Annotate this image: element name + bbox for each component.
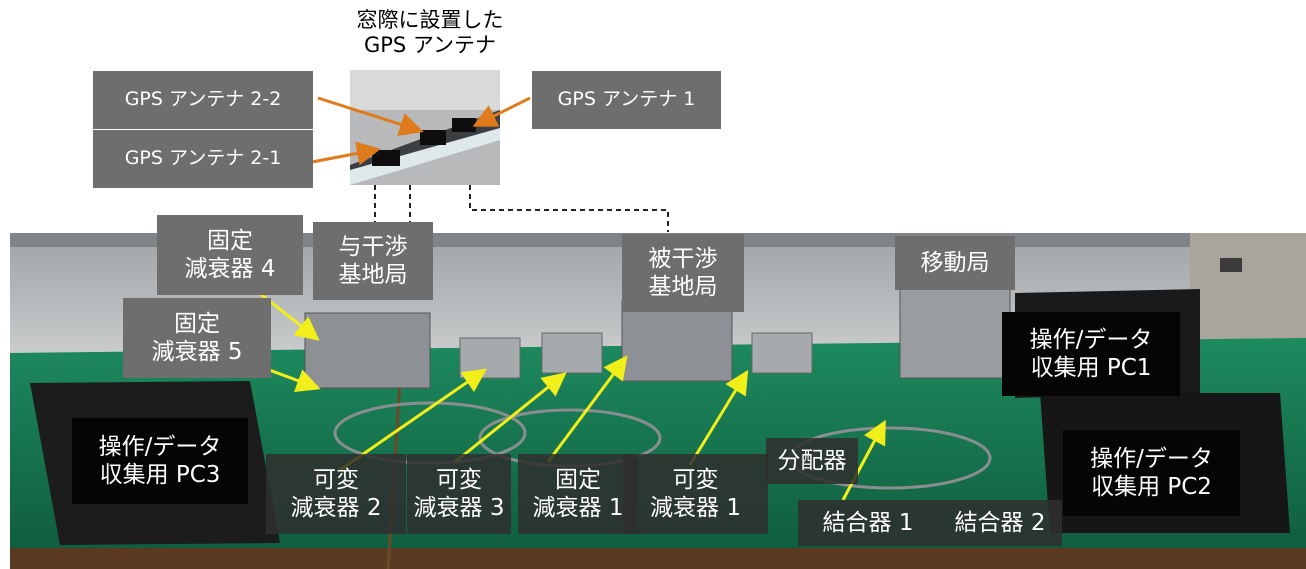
label-gps-antenna-2-2: GPS アンテナ 2-2 [93,71,313,129]
label-variable-attenuator-1: 可変 減衰器 1 [623,454,768,534]
antenna-arrows [311,96,531,166]
pointer-arrows [247,286,886,501]
label-fixed-attenuator-5: 固定 減衰器 5 [123,298,271,378]
label-pc1: 操作/データ 収集用 PC1 [1002,312,1180,396]
label-coupler-2: 結合器 2 [938,500,1062,546]
label-gps-antenna-2-1: GPS アンテナ 2-1 [93,130,313,188]
label-splitter: 分配器 [766,438,858,484]
label-gps-antenna-1: GPS アンテナ 1 [532,71,721,129]
antenna-2-2 [420,130,446,145]
cabinet-handle [1220,258,1242,272]
label-coupler-1: 結合器 1 [798,500,938,546]
label-pc3: 操作/データ 収集用 PC3 [72,418,248,504]
antenna-1 [452,118,476,132]
attenuator-1 [751,332,813,374]
table-edge [10,548,1306,569]
antenna-caption: 窓際に設置した GPS アンテナ [356,8,504,58]
antenna-window-scene [350,70,500,185]
label-fixed-attenuator-4: 固定 減衰器 4 [157,215,303,295]
label-variable-attenuator-3: 可変 減衰器 3 [407,454,511,534]
label-interfering-base-station: 与干渉 基地局 [313,222,433,300]
label-variable-attenuator-2: 可変 減衰器 2 [266,454,406,534]
label-interfered-base-station: 被干渉 基地局 [622,234,744,312]
label-pc2: 操作/データ 収集用 PC2 [1063,430,1240,516]
label-mobile-station: 移動局 [895,236,1015,290]
antenna-inset-photo [350,70,500,185]
interfering-unit [304,312,431,389]
attenuator-3 [541,332,603,374]
label-fixed-attenuator-1: 固定 減衰器 1 [518,454,638,534]
